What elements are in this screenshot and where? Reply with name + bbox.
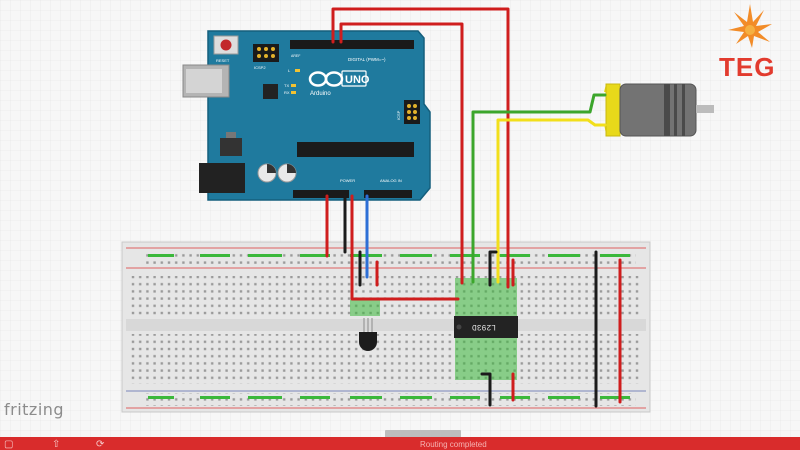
wire-yellow — [496, 118, 607, 284]
status-text: Routing completed — [420, 440, 487, 449]
ic-label: L293D — [472, 322, 496, 331]
analog-label: ANALOG IN — [380, 178, 402, 183]
status-bar — [0, 437, 800, 450]
power-jack — [199, 163, 245, 193]
rx-led-label: RX — [284, 90, 290, 95]
tx-led-label: TX — [284, 83, 289, 88]
atmega-chip — [297, 142, 414, 157]
l-led-label: L — [288, 68, 291, 73]
file-icon[interactable]: ▢ — [4, 439, 14, 450]
wire-black — [488, 250, 498, 287]
route-icon[interactable]: ⟳ — [96, 439, 105, 450]
wire-red — [350, 194, 460, 301]
power-label: POWER — [340, 178, 355, 183]
reset-label: RESET — [216, 58, 230, 63]
wire-red — [339, 22, 464, 285]
temperature-sensor[interactable] — [359, 318, 377, 351]
dc-motor[interactable] — [604, 83, 714, 137]
icsp-label: ICSP — [396, 110, 401, 120]
arduino-uno-board[interactable]: RESET ICSP2 DIGITAL (PWM=~) AREF UNO Ard… — [182, 30, 431, 201]
analog-header — [364, 190, 412, 198]
share-icon[interactable]: ⇧ — [52, 439, 61, 450]
wire-green — [471, 93, 607, 284]
status-tab[interactable] — [385, 430, 461, 438]
usb-chip — [263, 84, 278, 99]
wire-red — [331, 7, 510, 289]
aref-label: AREF — [291, 54, 300, 58]
brand-label: Arduino — [310, 91, 331, 97]
wire-black — [480, 372, 492, 407]
breadboard[interactable] — [121, 241, 651, 413]
teg-logo-text: TEG — [719, 52, 776, 82]
occupied-holes — [148, 254, 630, 399]
icsp2-label: ICSP2 — [254, 65, 266, 70]
board-label: UNO — [345, 74, 370, 86]
digital-header — [290, 40, 414, 49]
fritzing-brand-text: fritzing — [4, 400, 65, 419]
wires[interactable] — [325, 7, 622, 408]
l293d-driver-ic[interactable]: L293D — [454, 316, 518, 338]
power-header — [293, 190, 349, 198]
teg-logo-icon — [728, 4, 772, 48]
digital-label: DIGITAL (PWM=~) — [348, 57, 386, 62]
